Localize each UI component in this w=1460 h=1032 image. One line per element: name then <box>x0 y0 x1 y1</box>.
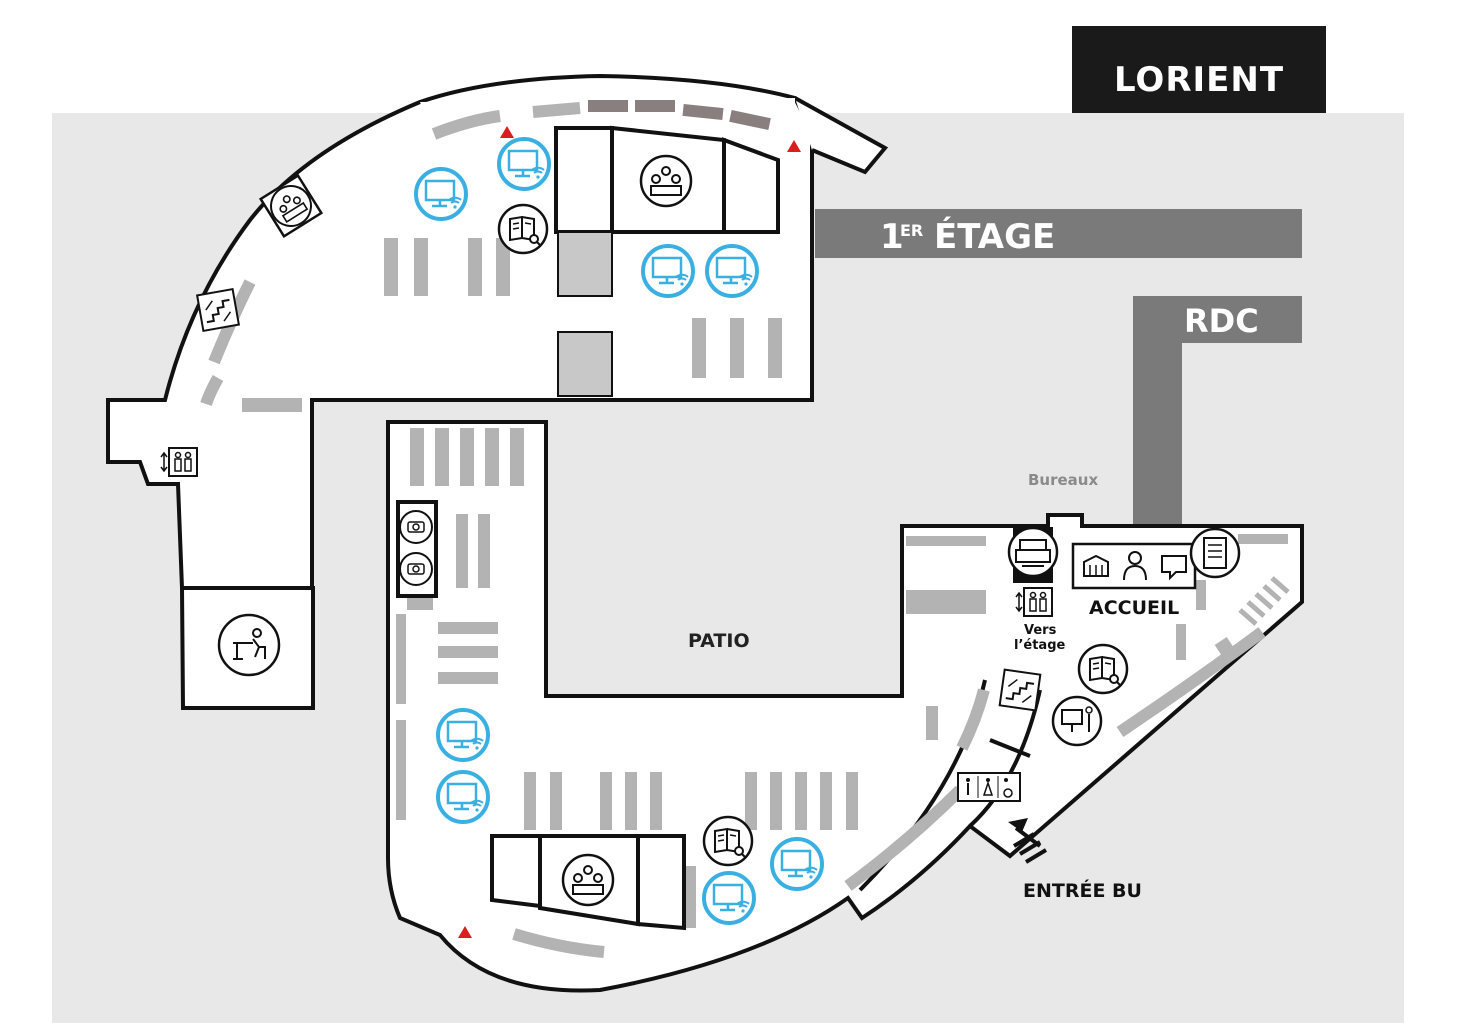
group-workroom-icon <box>561 853 615 907</box>
computer-wifi-icon <box>702 871 756 925</box>
upper-floor-wing <box>794 96 889 175</box>
catalog-search-icon <box>497 203 549 255</box>
computer-wifi-icon <box>641 244 695 298</box>
first-floor-label: ÉTAGE <box>934 216 1055 257</box>
vers-etage-line1: Vers <box>1024 623 1057 638</box>
stairs-icon <box>998 668 1042 712</box>
catalog-search-icon <box>702 815 754 867</box>
toilets-accessible-icon <box>957 772 1021 802</box>
ground-floor-band <box>1133 296 1302 525</box>
ramp-stripes <box>1238 576 1290 626</box>
presentation-screen-icon <box>1051 695 1103 747</box>
bureaux-label: Bureaux <box>1028 471 1098 489</box>
accueil-desk <box>1071 542 1197 590</box>
computer-wifi-icon <box>770 837 824 891</box>
entree-bu-label: ENTRÉE BU <box>1023 879 1142 902</box>
windows <box>588 100 771 131</box>
group-workroom-icon <box>639 154 693 208</box>
stairs-icon <box>196 288 240 332</box>
library-building-icon <box>1083 554 1109 577</box>
emergency-exit-triangle-icon <box>500 126 514 138</box>
silent-booths <box>396 500 438 598</box>
emergency-exit-triangle-icon <box>458 926 472 938</box>
shelving <box>242 238 1288 928</box>
computer-wifi-icon <box>436 708 490 762</box>
individual-desk-icon <box>217 613 281 677</box>
patio-label: PATIO <box>688 630 750 652</box>
emergency-markers <box>458 126 801 938</box>
computer-wifi-icon <box>497 137 551 191</box>
lower-study-rooms <box>490 834 686 931</box>
upper-study-rooms <box>554 125 780 397</box>
vending-machine-icon <box>1189 527 1241 579</box>
group-workroom-icon <box>258 173 324 239</box>
wall-shelving <box>200 102 1266 958</box>
ground-floor-label: RDC <box>1184 302 1259 340</box>
first-floor-band <box>815 209 1302 258</box>
catalog-search-icon <box>1077 643 1129 695</box>
entrance-arrow-icon <box>1008 818 1048 864</box>
computer-wifi-icon <box>414 167 468 221</box>
vers-etage-line2: l’étage <box>1014 638 1066 653</box>
first-floor-number: 1 <box>880 217 904 257</box>
librarian-icon <box>1123 551 1147 581</box>
computer-wifi-icon <box>705 244 759 298</box>
computer-wifi-icon <box>436 770 490 824</box>
help-chat-icon <box>1161 555 1187 581</box>
accueil-label: ACCUEIL <box>1089 597 1179 619</box>
printer-copier-icon <box>1007 526 1059 583</box>
first-floor-superscript: ER <box>900 221 923 240</box>
emergency-exit-triangle-icon <box>787 140 801 152</box>
